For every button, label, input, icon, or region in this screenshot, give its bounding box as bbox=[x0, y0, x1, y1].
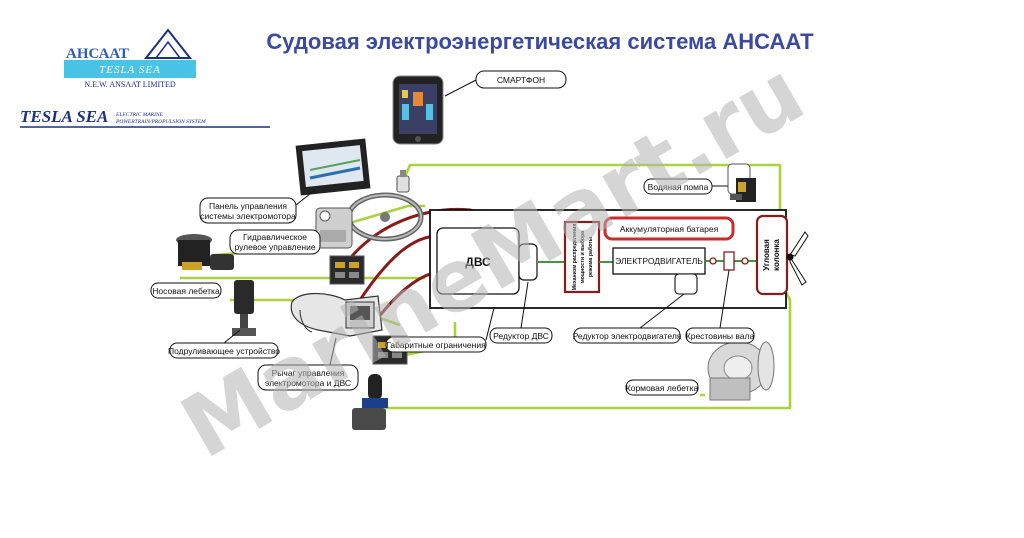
mode-label-3: режима работы bbox=[587, 236, 594, 277]
engine-label: ДВС bbox=[465, 255, 491, 269]
callout-smartphone: СМАРТФОН bbox=[475, 70, 567, 89]
bow-winch-icon bbox=[176, 234, 234, 270]
callout-shaft-cross: Крестовины вала bbox=[685, 327, 755, 344]
angular-label-1: Угловая bbox=[762, 239, 771, 271]
sail-icon bbox=[143, 28, 193, 59]
page-title: Судовая электроэнергетическая система АН… bbox=[266, 29, 814, 54]
callout-control-panel: Панель управления системы электромотора bbox=[199, 197, 297, 224]
callout-stern-winch: Кормовая лебетка bbox=[625, 379, 699, 396]
control-monitor-icon bbox=[295, 138, 371, 196]
power-distribution-module bbox=[563, 220, 601, 294]
electric-motor-label: ЭЛЕКТРОДВИГАТЕЛЬ bbox=[615, 256, 703, 266]
callout-dimensions: Габаритные ограничения bbox=[385, 336, 487, 353]
label-lever-1: Рычаг управления bbox=[272, 368, 345, 378]
control-box-1-icon bbox=[329, 255, 365, 285]
callout-motor-reducer: Редуктор электродвигателя bbox=[573, 327, 682, 344]
hydraulic-pump-icon bbox=[315, 207, 353, 249]
water-pump-icon bbox=[727, 163, 756, 202]
label-stern-winch: Кормовая лебетка bbox=[626, 383, 699, 393]
callout-bow-winch: Носовая лебетка bbox=[150, 282, 222, 299]
smartphone-icon bbox=[392, 75, 444, 145]
logo-company: N.E.W. ANSAAT LIMITED bbox=[84, 80, 176, 89]
callout-engine-reducer: Редуктор ДВС bbox=[489, 327, 553, 344]
callout-lever: Рычаг управления электромотора и ДВС bbox=[257, 364, 359, 391]
label-control-panel-1: Панель управления bbox=[209, 201, 287, 211]
label-smartphone: СМАРТФОН bbox=[497, 75, 545, 85]
throttle-lever-icon bbox=[290, 292, 383, 337]
label-hydraulic-2: рулевое управление bbox=[234, 242, 315, 252]
angular-label-2: колонка bbox=[772, 239, 781, 271]
joystick-icon bbox=[352, 374, 388, 430]
mode-label-1: Механизм распределения bbox=[572, 224, 578, 291]
label-lever-2: электромотора и ДВС bbox=[265, 378, 351, 388]
ansaat-logo: АНСААТ TESLA SEA N.E.W. ANSAAT LIMITED bbox=[64, 28, 196, 89]
logo-brand-tesla-sea: TESLA SEA bbox=[99, 64, 161, 76]
label-bow-winch: Носовая лебетка bbox=[152, 286, 220, 296]
tesla-sea-logo: TESLA SEA ELECTRIC MARINE POWERTRAIN/PRO… bbox=[20, 107, 270, 128]
label-shaft-cross: Крестовины вала bbox=[686, 331, 755, 341]
stern-winch-icon bbox=[707, 341, 775, 401]
label-motor-reducer: Редуктор электродвигателя bbox=[573, 331, 682, 341]
shaft-joint-1 bbox=[709, 257, 717, 265]
logo-tesla-sea-text: TESLA SEA bbox=[20, 107, 108, 126]
label-dimensions: Габаритные ограничения bbox=[386, 340, 486, 350]
callout-hydraulic: Гидравлическое рулевое управление bbox=[229, 229, 321, 255]
shaft-joint-2 bbox=[741, 257, 749, 265]
battery-block bbox=[603, 216, 735, 241]
logo-tagline-2: POWERTRAIN/PROPULSION SYSTEM bbox=[115, 119, 206, 125]
propeller-icon bbox=[786, 231, 809, 286]
battery-label: Аккумуляторная батарея bbox=[620, 224, 719, 234]
label-engine-reducer: Редуктор ДВС bbox=[493, 331, 549, 341]
thruster-icon bbox=[232, 280, 256, 336]
motor-reducer-block bbox=[674, 273, 698, 295]
sensor-icon bbox=[396, 170, 410, 193]
label-thruster: Подруливающее устройство bbox=[168, 346, 280, 356]
logo-brand-ansaat: АНСААТ bbox=[66, 46, 129, 62]
mode-label-2: мощности и выбора bbox=[579, 231, 586, 283]
label-hydraulic-1: Гидравлическое bbox=[243, 232, 307, 242]
label-water-pump: Водяная помпа bbox=[648, 182, 709, 192]
logo-banner bbox=[64, 60, 196, 78]
angular-column-block bbox=[755, 214, 789, 296]
shaft-cross-block bbox=[723, 251, 735, 271]
logo-tagline-1: ELECTRIC MARINE bbox=[115, 112, 164, 118]
label-control-panel-2: системы электромотора bbox=[200, 211, 296, 221]
